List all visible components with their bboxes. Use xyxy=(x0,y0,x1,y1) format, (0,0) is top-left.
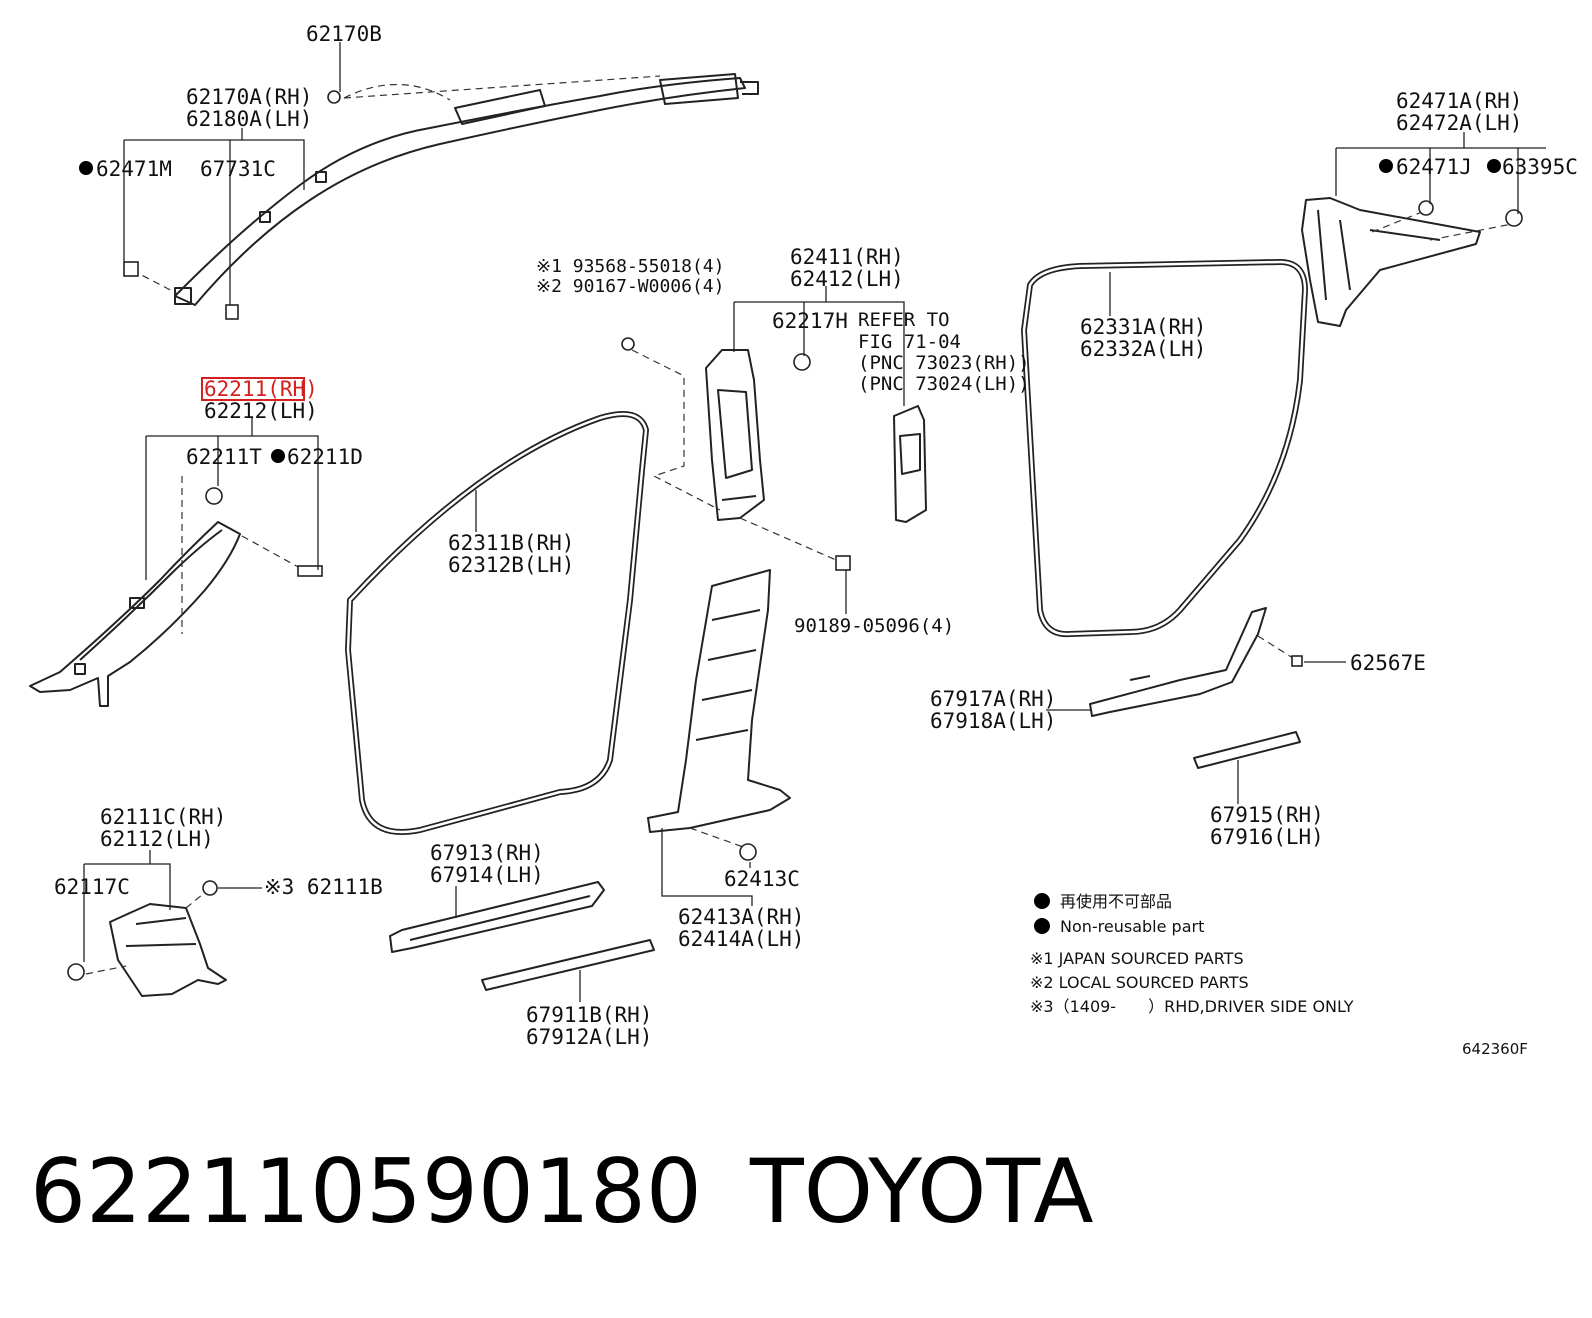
dash-62117c xyxy=(85,965,127,975)
front-door-weatherstrip[interactable] xyxy=(345,411,649,835)
label-refer-fig[interactable]: FIG 71-04 xyxy=(858,331,961,353)
figure-code: 642360F xyxy=(1462,1040,1528,1058)
clip-62211t-icon xyxy=(205,487,223,505)
label-67911b[interactable]: 67911B(RH) xyxy=(526,1003,652,1027)
label-62180a[interactable]: 62180A(LH) xyxy=(186,107,312,131)
nonreusable-marker-icon xyxy=(79,161,93,175)
rear-step-plate[interactable] xyxy=(1193,731,1301,769)
label-67917a[interactable]: 67917A(RH) xyxy=(930,687,1056,711)
clip-62111b-icon xyxy=(202,880,218,896)
label-62211-highlighted[interactable]: 62211(RH) xyxy=(204,377,318,401)
rear-door-weatherstrip[interactable] xyxy=(1021,259,1308,638)
caption-brand: TOYOTA xyxy=(749,1140,1094,1243)
label-67915[interactable]: 67915(RH) xyxy=(1210,803,1324,827)
label-62332a[interactable]: 62332A(LH) xyxy=(1080,337,1206,361)
dash-62567e xyxy=(1257,635,1297,661)
clip-62567e-icon xyxy=(1291,655,1303,667)
nonreusable-marker-icon xyxy=(1487,159,1501,173)
dash-62471m xyxy=(131,269,179,295)
rear-quarter-garnish[interactable] xyxy=(1301,197,1481,327)
label-67731c[interactable]: 67731C xyxy=(200,157,276,181)
legend-note-3: ※3（1409- ）RHD,DRIVER SIDE ONLY xyxy=(1030,997,1354,1016)
dash-62211d xyxy=(241,535,301,569)
label-63395c[interactable]: 63395C xyxy=(1502,155,1578,179)
label-62170a[interactable]: 62170A(RH) xyxy=(186,85,312,109)
label-93568[interactable]: ※1 93568-55018(4) xyxy=(536,256,724,277)
label-62413c[interactable]: 62413C xyxy=(724,867,800,891)
nonreusable-marker-icon xyxy=(271,449,285,463)
legend-nonreusable-en: Non-reusable part xyxy=(1060,917,1204,936)
label-67918a[interactable]: 67918A(LH) xyxy=(930,709,1056,733)
label-62111c[interactable]: 62111C(RH) xyxy=(100,805,226,829)
dash-63395c xyxy=(1429,223,1513,241)
clip-63395c-icon xyxy=(1505,209,1523,227)
legend-note-2: ※2 LOCAL SOURCED PARTS xyxy=(1030,973,1249,992)
label-62312b[interactable]: 62312B(LH) xyxy=(448,553,574,577)
label-refer-pnc-lh: (PNC 73024(LH)) xyxy=(858,373,1030,395)
clip-62471j-icon xyxy=(1418,200,1434,216)
front-step-plate[interactable] xyxy=(481,939,655,991)
dash-90189 xyxy=(739,517,837,561)
nonreusable-marker-icon xyxy=(1034,918,1050,934)
label-62412[interactable]: 62412(LH) xyxy=(790,267,904,291)
label-62111b[interactable]: ※3 62111B xyxy=(264,875,383,899)
curtain-airbag[interactable] xyxy=(174,73,759,306)
front-pillar-garnish[interactable] xyxy=(29,521,241,707)
center-pillar-upper-garnish[interactable] xyxy=(705,349,765,521)
center-pillar-lower-garnish[interactable] xyxy=(647,569,791,833)
label-62217h[interactable]: 62217H xyxy=(772,309,848,333)
label-62211t[interactable]: 62211T xyxy=(186,445,262,469)
clip-62471m-icon xyxy=(123,261,139,277)
dash-62111b xyxy=(185,889,209,909)
front-scuff-plate[interactable] xyxy=(389,881,605,953)
label-62212[interactable]: 62212(LH) xyxy=(204,399,318,423)
label-62413a[interactable]: 62413A(RH) xyxy=(678,905,804,929)
dash-62413c xyxy=(689,827,747,849)
bolt-62170b-icon xyxy=(327,90,341,104)
label-67916[interactable]: 67916(LH) xyxy=(1210,825,1324,849)
label-62331a[interactable]: 62331A(RH) xyxy=(1080,315,1206,339)
legend: 再使用不可部品 Non-reusable part ※1 JAPAN SOURC… xyxy=(1030,892,1354,1016)
label-62471m[interactable]: 62471M xyxy=(96,157,172,181)
label-67913[interactable]: 67913(RH) xyxy=(430,841,544,865)
clip-90189-icon xyxy=(835,555,851,571)
seatbelt-adjuster-ref xyxy=(893,405,927,523)
label-67914[interactable]: 67914(LH) xyxy=(430,863,544,887)
label-62170b[interactable]: 62170B xyxy=(306,22,382,46)
label-62211d[interactable]: 62211D xyxy=(287,445,363,469)
clip-62217h-icon xyxy=(793,353,811,371)
label-62414a[interactable]: 62414A(LH) xyxy=(678,927,804,951)
dash-62170b xyxy=(343,75,661,101)
label-62117c[interactable]: 62117C xyxy=(54,875,130,899)
clip-62117c-icon xyxy=(67,963,85,981)
clip-67731c-icon xyxy=(225,304,239,320)
highlight-box xyxy=(201,377,305,401)
label-62471a[interactable]: 62471A(RH) xyxy=(1396,89,1522,113)
label-62567e[interactable]: 62567E xyxy=(1350,651,1426,675)
leader-lines xyxy=(83,42,1546,1002)
cowl-side-trim[interactable] xyxy=(109,903,227,997)
bolt-93568-icon xyxy=(621,337,635,351)
label-90189[interactable]: 90189-05096(4) xyxy=(794,615,954,637)
rear-scuff-plate[interactable] xyxy=(1089,607,1267,717)
label-refer-to: REFER TO xyxy=(858,309,950,331)
nonreusable-marker-icon xyxy=(1034,893,1050,909)
clip-62211d-icon xyxy=(297,565,323,577)
nonreusable-marker-icon xyxy=(1379,159,1393,173)
label-67912a[interactable]: 67912A(LH) xyxy=(526,1025,652,1049)
label-62411[interactable]: 62411(RH) xyxy=(790,245,904,269)
label-62112[interactable]: 62112(LH) xyxy=(100,827,214,851)
label-62311b[interactable]: 62311B(RH) xyxy=(448,531,574,555)
label-62472a[interactable]: 62472A(LH) xyxy=(1396,111,1522,135)
legend-nonreusable-jp: 再使用不可部品 xyxy=(1060,892,1172,911)
label-62471j[interactable]: 62471J xyxy=(1396,155,1472,179)
legend-note-1: ※1 JAPAN SOURCED PARTS xyxy=(1030,949,1244,968)
caption-part-number: 622110590180 xyxy=(30,1140,702,1243)
dash-90167 xyxy=(631,349,721,511)
label-refer-pnc-rh: (PNC 73023(RH)) xyxy=(858,352,1030,374)
dash-62471j xyxy=(1371,211,1423,233)
clip-62413c-icon xyxy=(739,843,757,861)
label-90167[interactable]: ※2 90167-W0006(4) xyxy=(536,276,724,297)
